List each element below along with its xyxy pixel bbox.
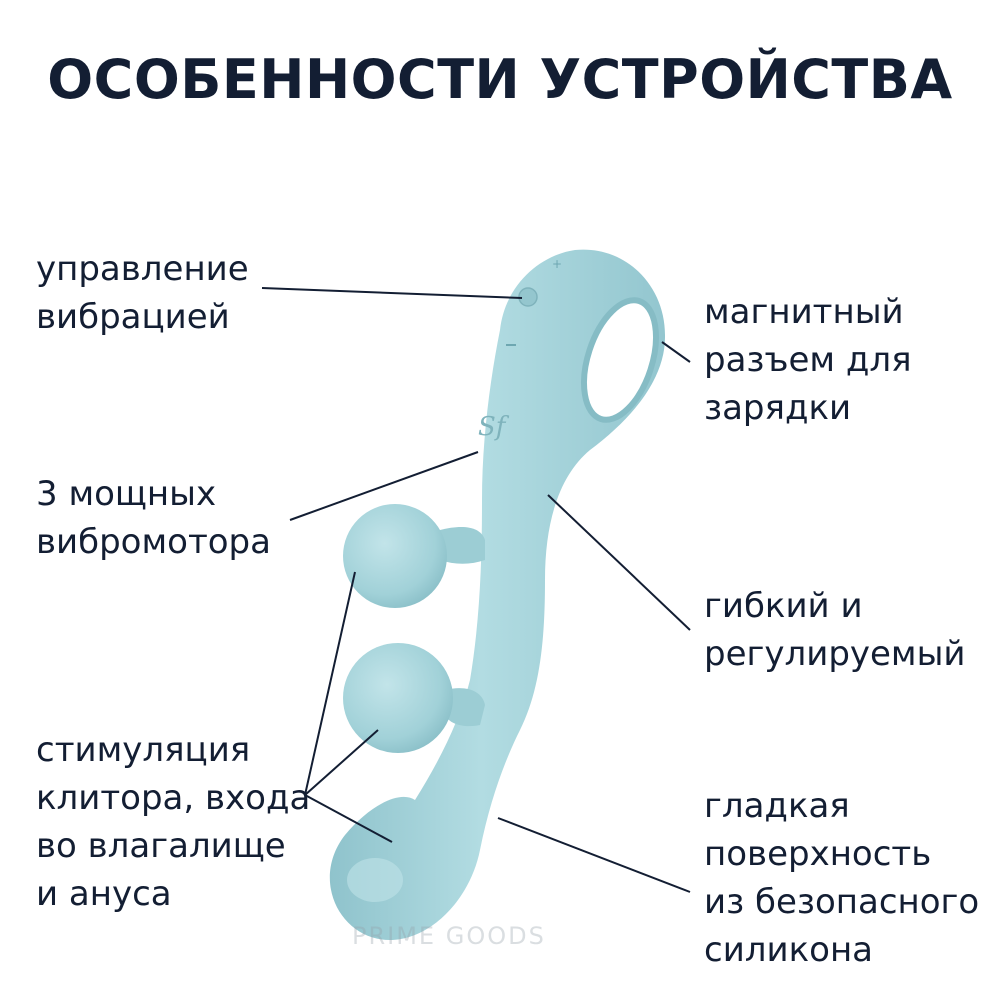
device-body bbox=[329, 249, 666, 940]
watermark: PRIME GOODS bbox=[352, 922, 546, 950]
brand-logo-icon: Sf bbox=[478, 412, 510, 442]
top-ball bbox=[343, 504, 447, 608]
page-title: ОСОБЕННОСТИ УСТРОЙСТВА bbox=[47, 48, 953, 111]
top-ball-stem bbox=[440, 527, 485, 564]
callout-line-surface bbox=[497, 817, 691, 893]
callout-line-vibration bbox=[261, 287, 523, 299]
ring-hole bbox=[584, 300, 656, 420]
bottom-bulb-highlight bbox=[347, 858, 403, 902]
callout-line-stim-mid bbox=[304, 729, 379, 796]
middle-ball-stem bbox=[445, 688, 485, 727]
callout-line-motors bbox=[289, 451, 479, 521]
label-flexible: гибкий и регулируемый bbox=[704, 586, 966, 674]
label-motors: 3 мощных вибромотора bbox=[36, 474, 271, 562]
label-vibration-control: управление вибрацией bbox=[36, 249, 249, 337]
svg-text:+: + bbox=[552, 257, 562, 271]
callout-line-flexible bbox=[547, 494, 691, 631]
middle-ball bbox=[343, 643, 453, 753]
callout-line-charging bbox=[661, 341, 691, 363]
label-charging: магнитный разъем для зарядки bbox=[704, 292, 912, 428]
label-surface: гладкая поверхность из безопасного силик… bbox=[704, 786, 980, 970]
ring-inner-shade bbox=[581, 297, 659, 423]
callout-line-stim-bottom bbox=[304, 794, 393, 843]
callout-line-stim-top bbox=[304, 571, 356, 796]
label-stimulation: стимуляция клитора, входа во влагалище и… bbox=[36, 730, 311, 914]
